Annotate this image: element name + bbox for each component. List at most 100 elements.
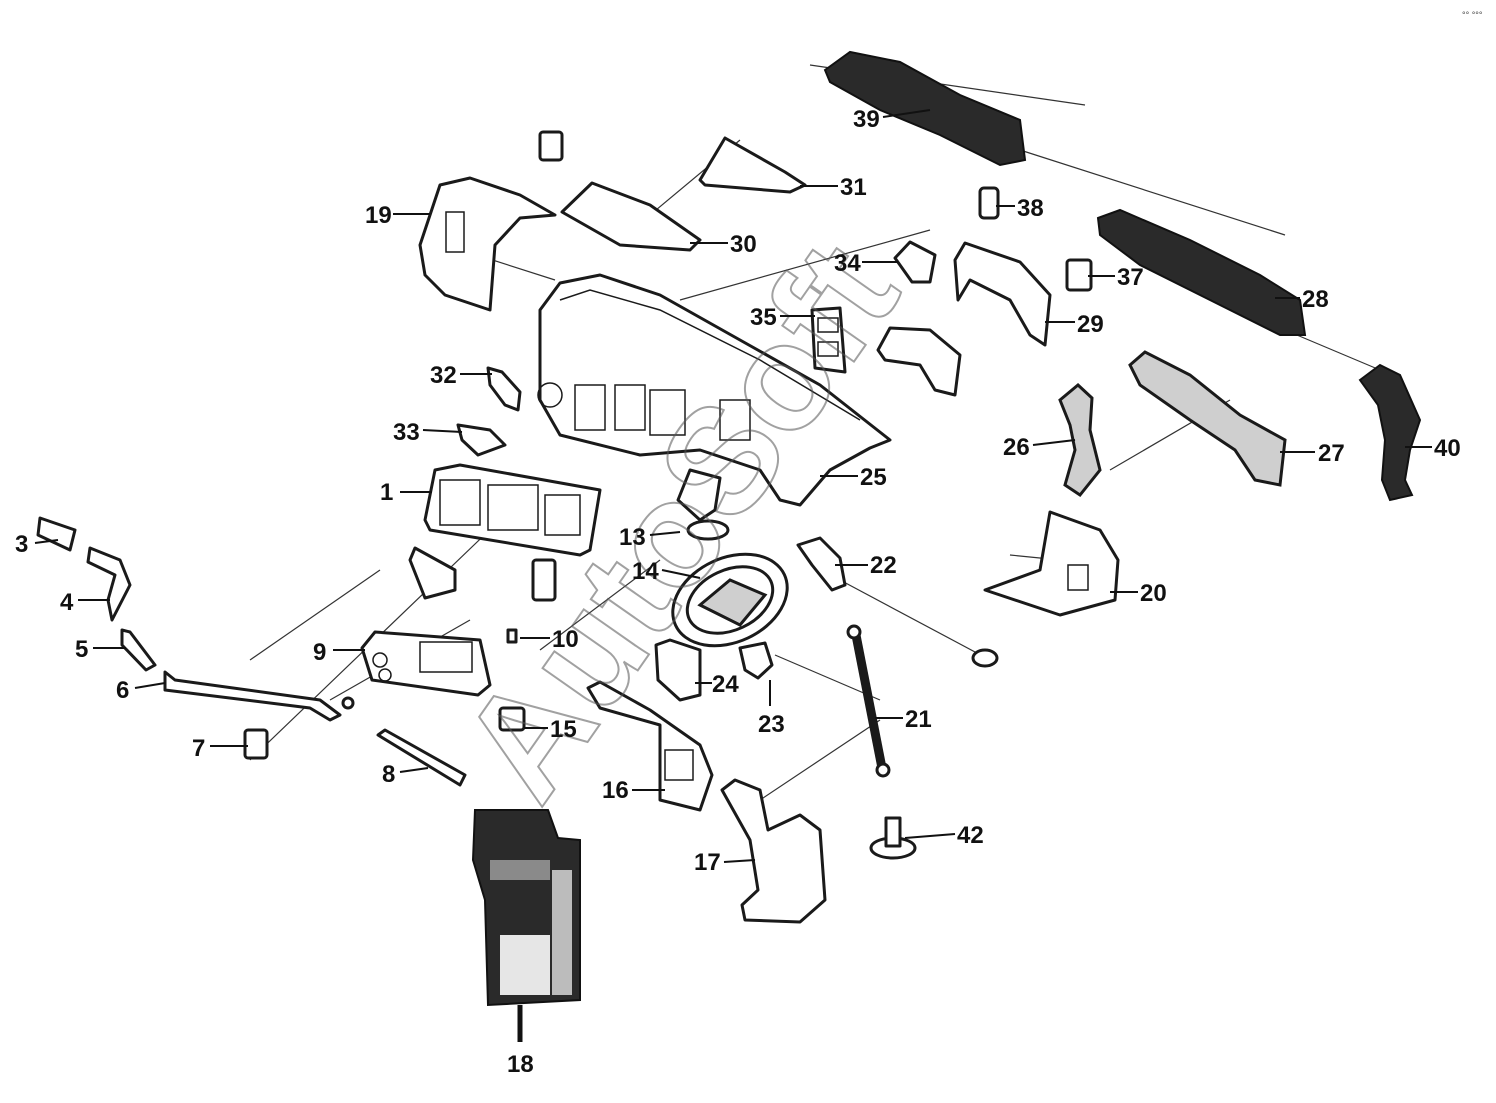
part-1-center-stack	[423, 463, 602, 557]
part-35-switch-panel	[810, 306, 847, 374]
callout-24: 24	[695, 671, 739, 698]
callout-number: 4	[60, 589, 74, 616]
center-bracket	[408, 546, 557, 602]
part-8-trim-rod	[376, 728, 467, 787]
part-10-screw	[506, 628, 518, 644]
callout-number: 28	[1302, 286, 1329, 313]
callout-37: 37	[1088, 264, 1144, 291]
callout-21: 21	[875, 706, 932, 733]
callout-number: 38	[1017, 195, 1044, 222]
callout-19: 19	[365, 202, 430, 229]
part-20-lower-panel	[983, 510, 1120, 617]
part-23-switch	[738, 641, 774, 680]
callout-1: 1	[380, 479, 432, 506]
callout-23: 23	[758, 680, 785, 738]
leader-line	[882, 109, 931, 118]
callout-number: 7	[192, 735, 205, 762]
part-14-steering-wheel	[671, 552, 789, 648]
callout-number: 40	[1434, 435, 1461, 462]
callout-number: 33	[393, 419, 420, 446]
callout-number: 20	[1140, 580, 1167, 607]
callout-number: 6	[116, 677, 129, 704]
part-33-bracket	[456, 423, 507, 457]
callout-25: 25	[820, 464, 887, 491]
callout-number: 8	[382, 761, 395, 788]
callout-38: 38	[996, 195, 1044, 222]
corner-mark: °° °°°	[1462, 10, 1483, 20]
part-34-bracket	[893, 240, 937, 284]
part-40-side-duct	[1358, 363, 1422, 502]
callout-18: 18	[507, 1005, 534, 1078]
part-5-trim-strip	[120, 628, 157, 672]
callout-number: 37	[1117, 264, 1144, 291]
leader-line	[661, 569, 701, 579]
part-30-top-panel	[560, 181, 702, 252]
callout-number: 23	[758, 711, 785, 738]
callout-9: 9	[313, 639, 365, 666]
callout-number: 27	[1318, 440, 1345, 467]
fastener	[971, 648, 999, 668]
part-6-trim-rod	[163, 670, 342, 722]
fastener-screw	[341, 696, 355, 710]
part-31-trim-frame	[698, 136, 807, 194]
callout-number: 32	[430, 362, 457, 389]
callout-number: 26	[1003, 434, 1030, 461]
callout-number: 22	[870, 552, 897, 579]
callout-15: 15	[524, 716, 577, 743]
callout-number: 42	[957, 822, 984, 849]
part-29-cluster-bezel	[953, 241, 1052, 347]
part-4-trim-strip	[86, 546, 132, 622]
callout-number: 19	[365, 202, 392, 229]
part-9-control-panel	[360, 630, 492, 697]
callout-33: 33	[393, 419, 463, 446]
part-13-cover	[676, 468, 730, 541]
main-dashboard-frame	[537, 273, 892, 507]
callout-number: 25	[860, 464, 887, 491]
part-37-switch	[1065, 258, 1093, 292]
callout-number: 34	[834, 250, 861, 277]
callout-27: 27	[1280, 440, 1345, 467]
callout-42: 42	[904, 822, 984, 849]
callout-number: 18	[507, 1051, 534, 1078]
part-3-trim-strip	[36, 516, 77, 552]
callout-number: 39	[853, 106, 880, 133]
part-27-lower-duct	[1128, 350, 1287, 487]
part-15-connector	[498, 706, 526, 732]
callout-40: 40	[1405, 435, 1461, 462]
callout-20: 20	[1110, 580, 1167, 607]
part-32-vent-trim	[486, 366, 522, 412]
part-24-shroud	[654, 638, 702, 702]
callout-22: 22	[835, 552, 897, 579]
leader-line	[134, 682, 166, 689]
cluster-hood	[876, 326, 962, 397]
callout-14: 14	[632, 558, 701, 585]
part-16-side-trim	[586, 680, 714, 812]
callout-number: 31	[840, 174, 867, 201]
callout-number: 21	[905, 706, 932, 733]
leader-line	[649, 531, 681, 536]
leader-line	[723, 859, 756, 863]
callout-number: 14	[632, 558, 659, 585]
part-38-clip	[978, 186, 1000, 220]
part-21-support-strut	[846, 624, 891, 778]
callout-8: 8	[382, 761, 429, 788]
callout-3: 3	[15, 531, 59, 558]
callout-31: 31	[800, 174, 867, 201]
part-26-duct-elbow	[1058, 383, 1102, 498]
callout-32: 32	[430, 362, 492, 389]
part-22-cover	[796, 536, 847, 592]
callout-labels: 1 3 4 5 6 7 8 9 10 13 14 15 16 17 18 19 …	[15, 106, 1461, 1078]
callout-number: 15	[550, 716, 577, 743]
callout-39: 39	[853, 106, 931, 133]
callout-30: 30	[690, 231, 757, 258]
callout-28: 28	[1275, 286, 1329, 313]
callout-7: 7	[192, 735, 248, 762]
part-39-upper-air-duct	[823, 50, 1027, 167]
part-18-center-console	[471, 809, 581, 1007]
part-42-mount	[869, 816, 917, 860]
callout-number: 16	[602, 777, 629, 804]
callout-number: 5	[75, 636, 88, 663]
leader-line	[904, 833, 956, 839]
callout-26: 26	[1003, 434, 1076, 461]
